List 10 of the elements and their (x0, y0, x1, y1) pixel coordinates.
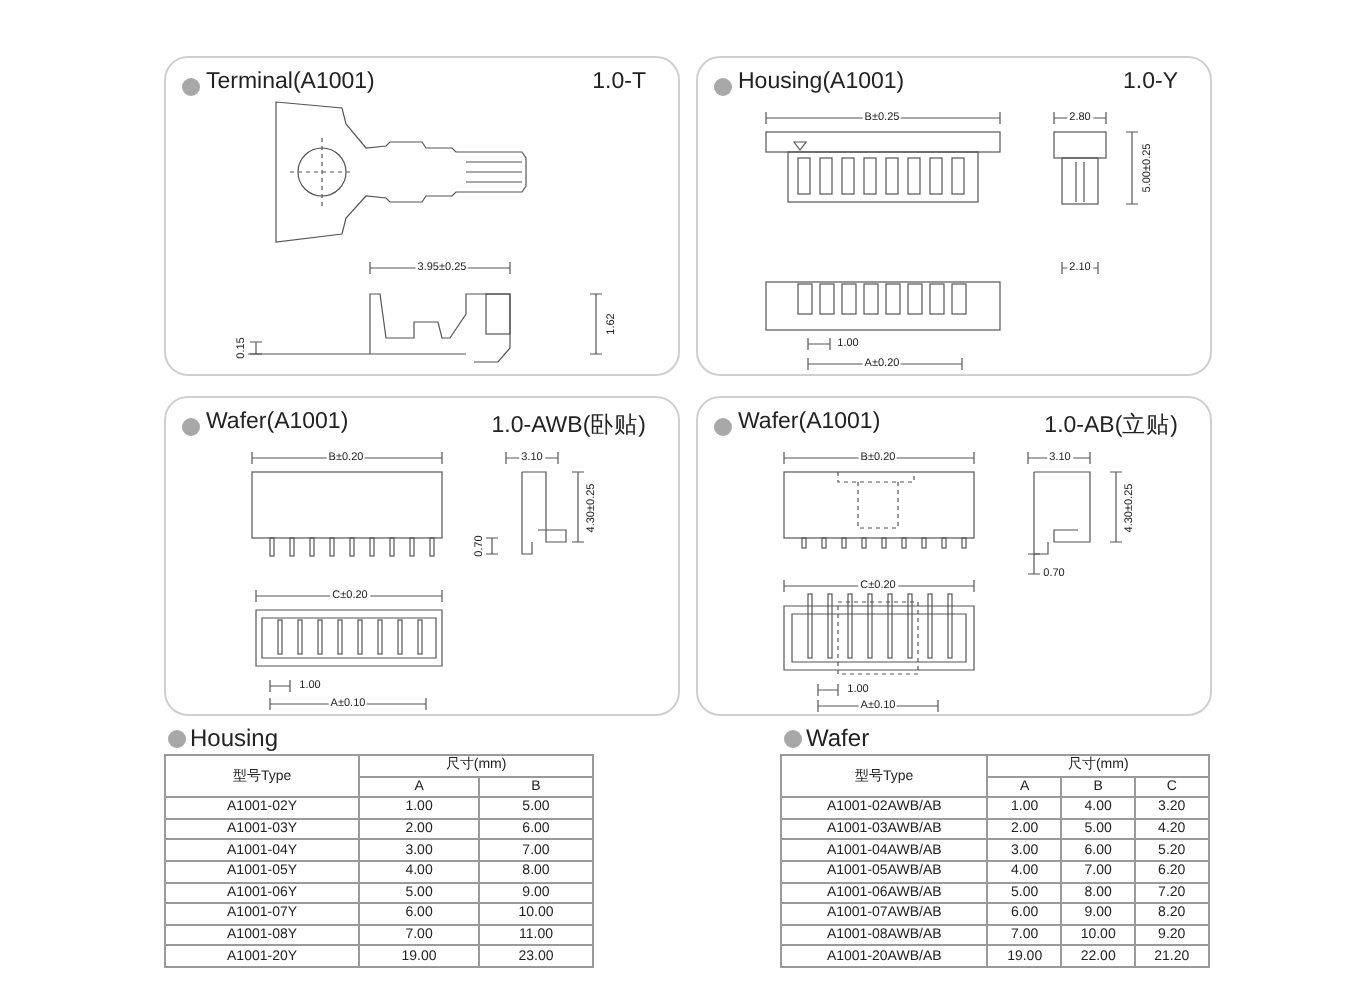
panel-title: Terminal(A1001) (206, 70, 375, 94)
model-code: 1.0-AB(立贴) (1044, 410, 1178, 440)
model-code: 1.0-T (592, 70, 646, 94)
panel-title: Wafer(A1001) (206, 410, 349, 434)
section-heading: Wafer (806, 724, 870, 752)
panel-title: Housing(A1001) (738, 70, 905, 94)
model-code: 1.0-Y (1123, 70, 1178, 94)
section-heading: Housing (190, 724, 279, 752)
model-code: 1.0-AWB(卧贴) (491, 411, 646, 440)
panel-title: Wafer(A1001) (738, 410, 881, 434)
